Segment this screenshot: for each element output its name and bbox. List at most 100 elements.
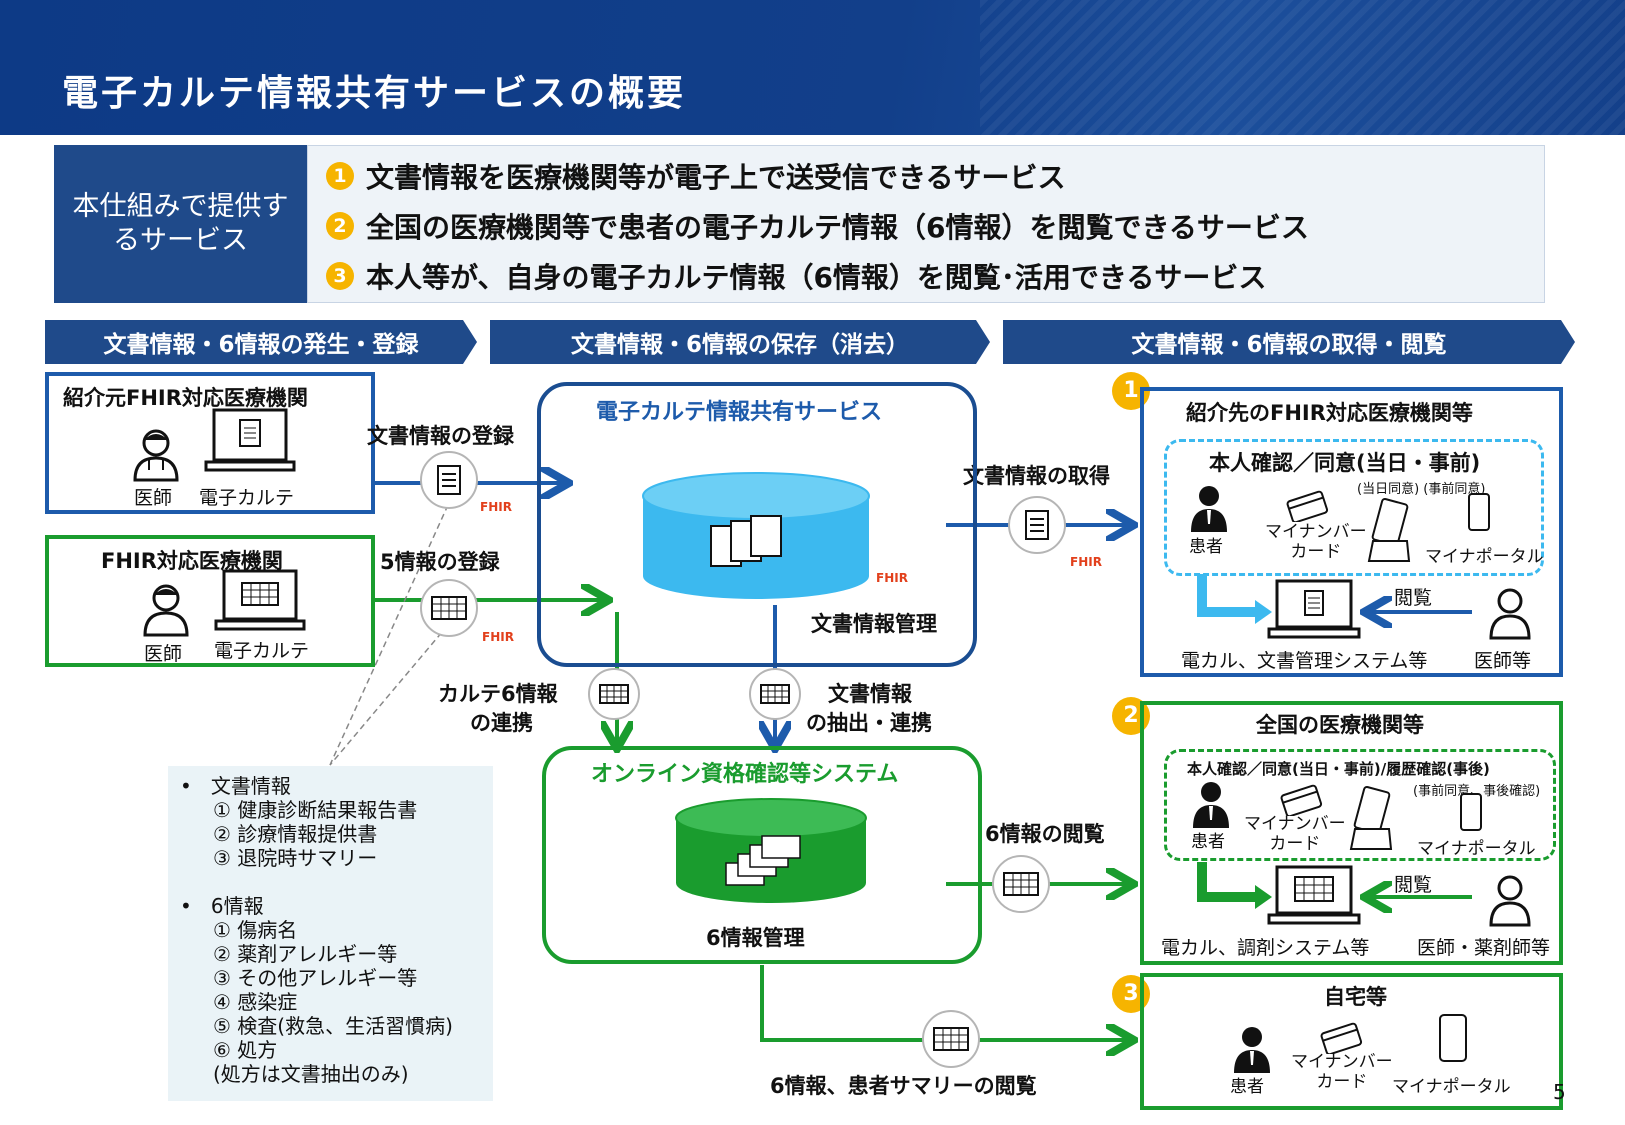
flow-doc-get-label: 文書情報の取得 — [963, 464, 1110, 488]
system-label: 電カル、調剤システム等 — [1161, 937, 1370, 959]
doc-management-label: 文書情報管理 — [811, 612, 937, 636]
list-item: ① 健康診断結果報告書 — [213, 798, 418, 822]
list-item: (処方は文書抽出のみ) — [213, 1062, 409, 1086]
my-number-card-icon — [1286, 490, 1329, 522]
mynaportal-label: マイナポータル — [1425, 547, 1544, 567]
view-label: 閲覧 — [1394, 587, 1433, 609]
ehr-label: 電子カルテ — [199, 487, 295, 509]
my-number-card-label: マイナンバー カード — [1291, 1052, 1393, 1092]
database-icon — [642, 472, 870, 599]
source-fhir-hospital-box: 紹介元FHIR対応医療機関 医師 電子カルテ — [45, 372, 375, 514]
list-item: ④ 感染症 — [213, 990, 298, 1014]
doctor-icon — [1489, 588, 1531, 640]
table-flow-circle — [922, 1010, 980, 1068]
card-reader-icon — [1349, 786, 1393, 850]
source-fhir-hospital-title: 紹介元FHIR対応医療機関 — [63, 386, 308, 410]
phase-store: 文書情報・6情報の保存（消去） — [490, 320, 990, 364]
list-item: ③ その他アレルギー等 — [213, 966, 418, 990]
my-number-card-icon — [1320, 1022, 1363, 1054]
ehr-sharing-service-title: 電子カルテ情報共有サービス — [596, 400, 883, 425]
smartphone-icon — [1460, 793, 1482, 831]
flow-six-view-label: 6情報の閲覧 — [985, 822, 1105, 846]
doctor-label: 医師 — [134, 487, 173, 509]
home-box: 自宅等 患者 マイナンバー カード マイナポータル — [1140, 973, 1563, 1110]
laptop-doc-icon — [1267, 579, 1361, 639]
fhir-logo: FHIR — [876, 571, 908, 585]
service-num-3: 3 — [326, 262, 354, 290]
six-info-management-label: 6情報管理 — [706, 926, 805, 950]
list-item: ② 薬剤アレルギー等 — [213, 942, 398, 966]
online-qualification-title: オンライン資格確認等システム — [591, 762, 899, 787]
service-num-2: 2 — [326, 212, 354, 240]
callout-line-doc — [329, 504, 449, 766]
phase-view: 文書情報・6情報の取得・閲覧 — [1003, 320, 1575, 364]
doc-flow-circle — [1008, 496, 1066, 554]
database-icon — [675, 798, 867, 903]
phase-register: 文書情報・6情報の発生・登録 — [45, 320, 477, 364]
page-title: 電子カルテ情報共有サービスの概要 — [62, 73, 687, 114]
arrow-consent-r2-head — [1255, 885, 1272, 909]
referral-destination-box: 紹介先のFHIR対応医療機関等 本人確認／同意(当日・事前) (当日同意) (事… — [1140, 387, 1563, 677]
consent-note: (事前同意、事後確認) — [1413, 784, 1541, 799]
flow-doc-extract-label-2: の抽出・連携 — [806, 711, 932, 735]
my-number-card-label: マイナンバー カード — [1244, 814, 1346, 854]
consent-note: (当日同意) (事前同意) — [1357, 482, 1486, 497]
flow-doc-register-label: 文書情報の登録 — [367, 424, 514, 448]
six-header: • 6情報 — [180, 894, 264, 918]
list-item: ⑥ 処方 — [213, 1038, 278, 1062]
header-banner — [0, 0, 1625, 135]
arrow-consent-r1 — [1197, 574, 1255, 617]
list-item: ⑤ 検査(救急、生活習慣病) — [213, 1014, 453, 1038]
service-text-3: 本人等が、自身の電子カルテ情報（6情報）を閲覧･活用できるサービス — [366, 261, 1267, 294]
doc-header: • 文書情報 — [180, 774, 291, 798]
service-text-1: 文書情報を医療機関等が電子上で送受信できるサービス — [366, 161, 1066, 194]
arrow-summary-view — [760, 965, 1130, 1040]
mynaportal-label: マイナポータル — [1392, 1077, 1511, 1097]
services-label: 本仕組みで提供するサービス — [54, 145, 307, 303]
laptop-table-icon — [214, 569, 306, 631]
card-reader-icon — [1367, 498, 1411, 562]
ehr-label: 電子カルテ — [214, 640, 310, 662]
table-icon — [599, 684, 629, 704]
arrow-consent-r2 — [1197, 862, 1255, 902]
fhir-logo: FHIR — [482, 630, 514, 644]
laptop-table-icon — [1267, 865, 1361, 925]
consent-area: 本人確認／同意(当日・事前) (当日同意) (事前同意) 患者 マイナンバー カ… — [1164, 439, 1544, 576]
list-item: ① 傷病名 — [213, 918, 298, 942]
doctor-icon — [1489, 875, 1531, 927]
home-title: 自宅等 — [1324, 985, 1387, 1009]
fhir-logo: FHIR — [1070, 555, 1102, 569]
online-qualification-box: オンライン資格確認等システム 6情報管理 — [542, 746, 982, 964]
six-header-text: 6情報 — [210, 894, 264, 918]
patient-label: 患者 — [1230, 1077, 1264, 1097]
my-number-card-label: マイナンバー カード — [1265, 522, 1367, 562]
doctor-label: 医師等 — [1474, 650, 1532, 672]
consent-title: 本人確認／同意(当日・事前) — [1209, 451, 1481, 475]
services-panel: 1 文書情報を医療機関等が電子上で送受信できるサービス 2 全国の医療機関等で患者の… — [307, 145, 1545, 303]
flow-karte6-label-1: カルテ6情報 — [438, 682, 558, 706]
page-number: 5 — [1553, 1080, 1566, 1104]
my-number-card-icon — [1280, 784, 1323, 816]
patient-label: 患者 — [1189, 537, 1223, 557]
laptop-doc-icon — [204, 408, 296, 472]
mynaportal-label: マイナポータル — [1417, 839, 1536, 859]
list-item: ③ 退院時サマリー — [213, 846, 378, 870]
service-text-2: 全国の医療機関等で患者の電子カルテ情報（6情報）を閲覧できるサービス — [366, 211, 1309, 244]
patient-label: 患者 — [1191, 832, 1225, 852]
flow-summary-view-label: 6情報、患者サマリーの閲覧 — [770, 1074, 1037, 1098]
service-num-1: 1 — [326, 162, 354, 190]
table-flow-circle — [992, 855, 1050, 913]
flow-doc-extract-label-1: 文書情報 — [828, 682, 912, 706]
doctor-label: 医師 — [144, 643, 183, 665]
table-flow-circle — [588, 668, 640, 720]
system-label: 電カル、文書管理システム等 — [1181, 650, 1428, 672]
smartphone-icon — [1468, 493, 1490, 531]
doc-flow-circle — [420, 451, 478, 509]
table-flow-circle — [749, 668, 801, 720]
ehr-sharing-service-box: 電子カルテ情報共有サービス FHIR 文書情報管理 — [537, 382, 977, 667]
table-flow-circle — [420, 579, 478, 637]
info-list-doc: • 文書情報 ① 健康診断結果報告書 ② 診療情報提供書 ③ 退院時サマリー — [180, 774, 417, 870]
flow-five-register-label: 5情報の登録 — [380, 550, 500, 574]
fhir-logo: FHIR — [480, 500, 512, 514]
